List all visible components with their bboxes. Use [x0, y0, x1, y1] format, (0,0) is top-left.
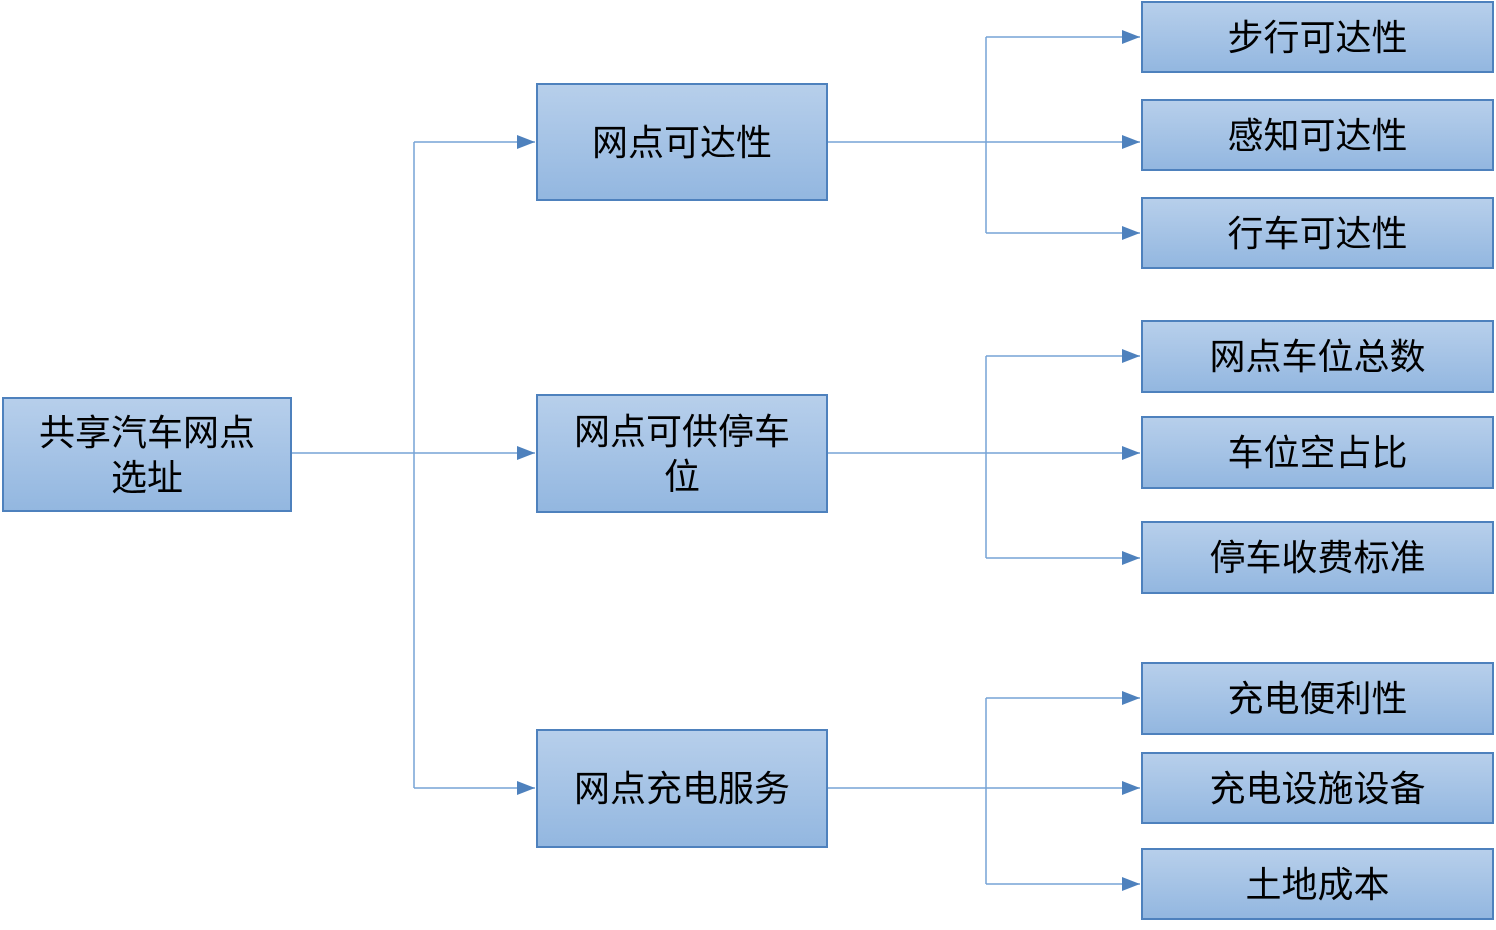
node-leaf-perceived-accessibility: 感知可达性	[1141, 99, 1494, 171]
node-leaf-vacancy-ratio: 车位空占比	[1141, 416, 1494, 489]
node-branch-parking-spaces: 网点可供停车位	[536, 394, 828, 513]
node-leaf-walking-accessibility: 步行可达性	[1141, 1, 1494, 73]
node-leaf-charging-convenience: 充电便利性	[1141, 662, 1494, 735]
node-leaf-driving-accessibility: 行车可达性	[1141, 197, 1494, 269]
node-leaf-land-cost: 土地成本	[1141, 848, 1494, 920]
node-root-site-selection: 共享汽车网点选址	[2, 397, 292, 512]
node-leaf-parking-fee-standard: 停车收费标准	[1141, 521, 1494, 594]
node-branch-charging-service: 网点充电服务	[536, 729, 828, 848]
node-branch-accessibility: 网点可达性	[536, 83, 828, 201]
node-leaf-total-parking-spaces: 网点车位总数	[1141, 320, 1494, 393]
node-leaf-charging-facilities: 充电设施设备	[1141, 752, 1494, 824]
